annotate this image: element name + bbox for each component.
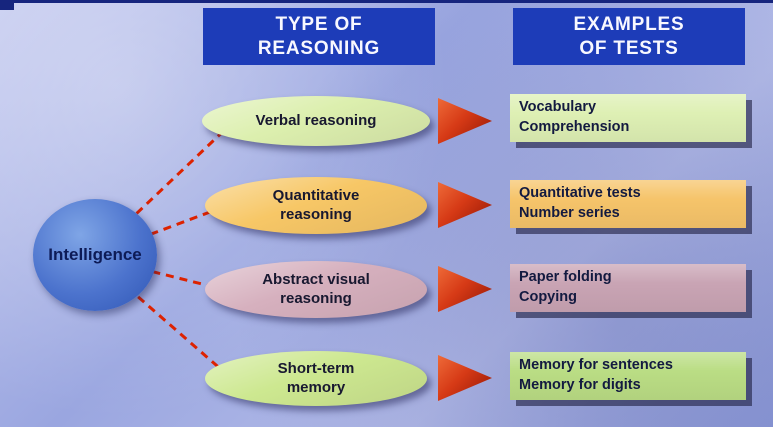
top-border-strip: [0, 0, 773, 3]
example-box-short-term: Memory for sentences Memory for digits: [510, 352, 746, 400]
ellipse-abstract-visual-reasoning: Abstract visual reasoning: [205, 261, 427, 318]
ellipse-verbal-reasoning: Verbal reasoning: [202, 96, 430, 146]
ellipse-quantitative-reasoning: Quantitative reasoning: [205, 177, 427, 234]
arrow-icon-verbal: [438, 98, 492, 144]
arrow-icon-abstract: [438, 266, 492, 312]
header-type-of-reasoning: TYPE OF REASONING: [203, 8, 435, 65]
arrow-icon-short-term: [438, 355, 492, 401]
example-box-verbal: Vocabulary Comprehension: [510, 94, 746, 142]
example-box-quantitative: Quantitative tests Number series: [510, 180, 746, 228]
intelligence-node: Intelligence: [33, 199, 157, 311]
ellipse-short-term-memory: Short-term memory: [205, 351, 427, 406]
header-examples-of-tests: EXAMPLES OF TESTS: [513, 8, 745, 65]
example-box-abstract: Paper folding Copying: [510, 264, 746, 312]
corner-artifact: [0, 0, 14, 10]
arrow-icon-quantitative: [438, 182, 492, 228]
intelligence-label: Intelligence: [48, 245, 142, 264]
